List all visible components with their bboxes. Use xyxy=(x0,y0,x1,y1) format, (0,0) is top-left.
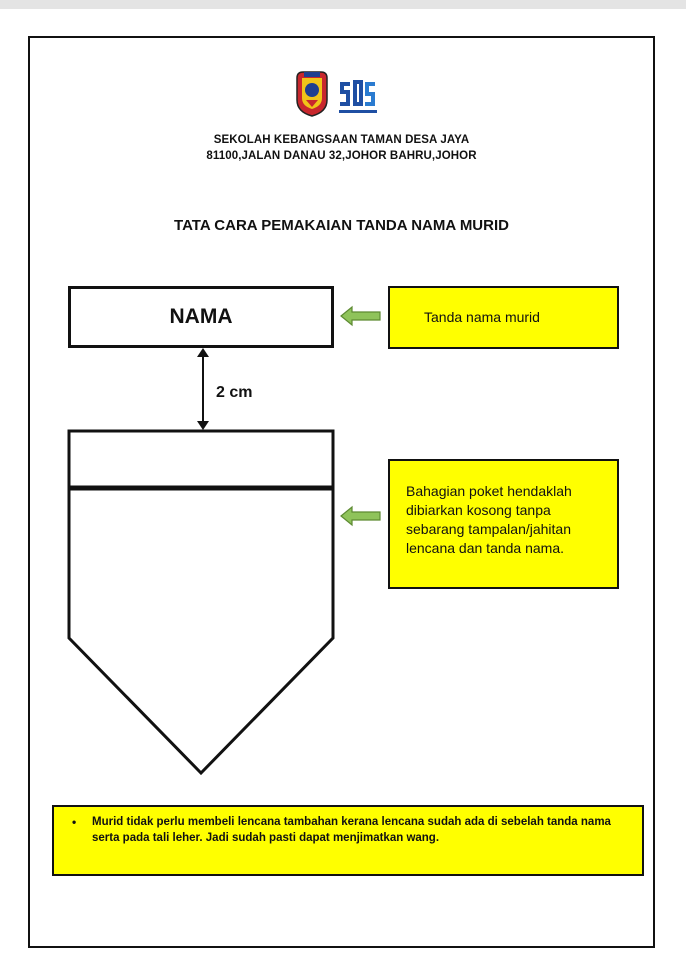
school-name: SEKOLAH KEBANGSAAN TAMAN DESA JAYA xyxy=(213,134,470,146)
school-address: 81100,JALAN DANAU 32,JOHOR BAHRU,JOHOR xyxy=(206,150,477,162)
ministry-logo-icon xyxy=(337,76,377,113)
bullet-icon: • xyxy=(72,815,77,829)
document-frame xyxy=(28,36,655,948)
note-text: Murid tidak perlu membeli lencana tambah… xyxy=(92,816,611,844)
document-title: TATA CARA PEMAKAIAN TANDA NAMA MURID xyxy=(174,217,509,234)
left-arrow-icon xyxy=(340,505,381,527)
school-logos xyxy=(293,70,383,118)
note-box: • Murid tidak perlu membeli lencana tamb… xyxy=(52,805,644,876)
left-arrow-icon xyxy=(340,305,381,327)
pocket-shape xyxy=(67,429,335,776)
callout-pocket: Bahagian poket hendaklah dibiarkan koson… xyxy=(388,459,619,589)
school-crest-icon xyxy=(296,71,377,117)
callout-name-tag: Tanda nama murid xyxy=(388,286,619,349)
name-tag-label: NAMA xyxy=(169,305,233,328)
double-arrow-icon xyxy=(197,348,209,430)
callout-pocket-text: Bahagian poket hendaklah dibiarkan koson… xyxy=(406,483,572,556)
name-tag-box: NAMA xyxy=(68,286,334,348)
screen-top-bar xyxy=(0,0,686,9)
spacing-label: 2 cm xyxy=(216,384,253,401)
callout-name-tag-text: Tanda nama murid xyxy=(424,309,540,325)
